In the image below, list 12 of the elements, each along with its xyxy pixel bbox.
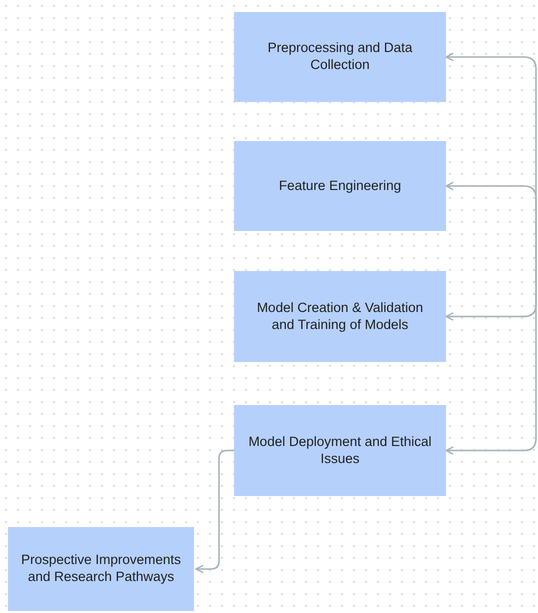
process-box [8,527,194,611]
connector-arrow [445,182,537,455]
box-label: Feature Engineering [278,178,402,194]
process-box [234,141,446,231]
box-label: Model Creation & Validation and Training of Models [256,300,424,334]
process-box [234,12,446,102]
box-label: Prospective Improvements and Research Pathways [20,552,182,586]
box-label: Preprocessing and Data Collection [266,40,414,74]
box-label: Model Deployment and Ethical Issues [247,434,433,468]
process-box [234,405,446,496]
connector-arrow [445,52,537,321]
process-box [234,271,446,362]
